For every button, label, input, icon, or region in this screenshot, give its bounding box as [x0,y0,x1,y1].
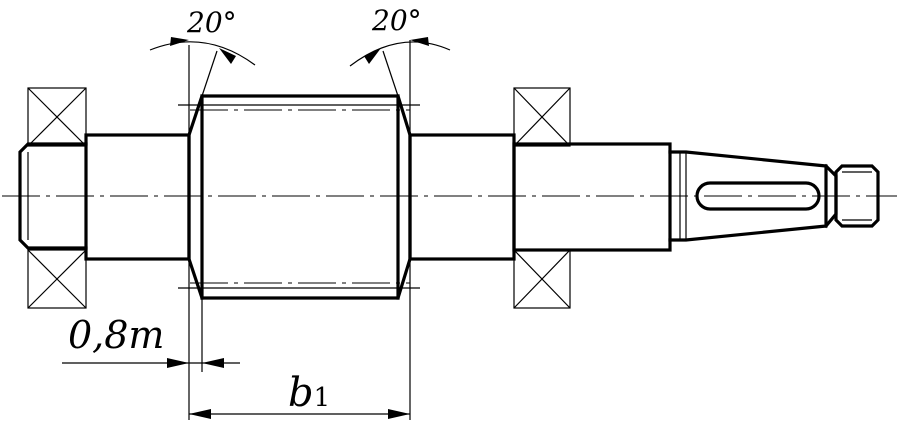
angle-dimension-right: 20° [349,4,451,135]
left-journal [84,133,191,261]
angle-dimension-left: 20° [149,6,256,135]
keyway-slot [695,181,821,211]
width-label: b1 [288,370,330,416]
right-journal [408,133,516,261]
angle-label-left: 20° [186,6,237,39]
left-shaft-end [18,142,88,250]
angle-label-right: 20° [371,4,422,37]
threaded-tip [823,163,880,229]
gear-rim [178,94,420,300]
tapered-end [668,150,828,242]
right-shaft-section [512,142,672,252]
chamfer-dimension: 0,8m [62,259,240,420]
width-dimension: b1 [189,259,411,420]
left-bearing [27,87,87,309]
right-bearing [513,87,571,309]
chamfer-offset-label: 0,8m [68,313,164,357]
